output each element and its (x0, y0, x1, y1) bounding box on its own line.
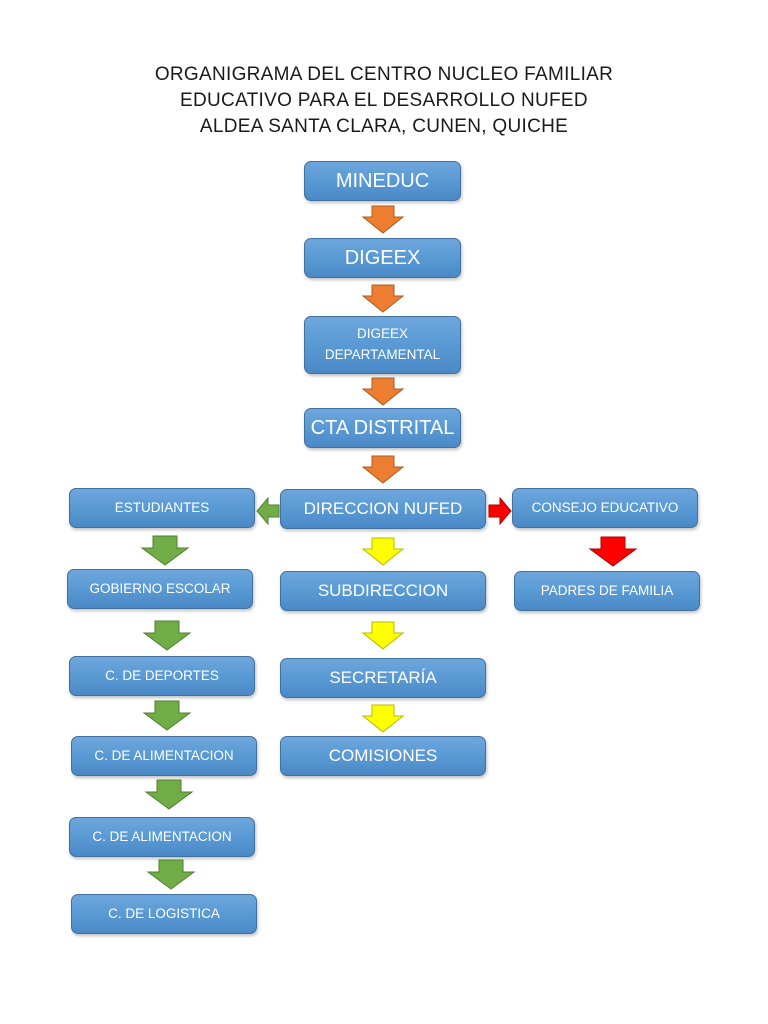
node-digeex: DIGEEX (304, 238, 461, 278)
node-direccion-nufed: DIRECCION NUFED (280, 489, 486, 529)
node-c-logistica: C. DE LOGISTICA (71, 894, 257, 934)
node-digeex-departamental: DIGEEX DEPARTAMENTAL (304, 316, 461, 374)
node-comisiones: COMISIONES (280, 736, 486, 776)
title-line-3: ALDEA SANTA CLARA, CUNEN, QUICHE (199, 116, 569, 137)
arrow-down-green (142, 700, 192, 731)
node-c-deportes: C. DE DEPORTES (69, 656, 255, 696)
node-consejo-educativo: CONSEJO EDUCATIVO (512, 488, 698, 528)
node-subdireccion: SUBDIRECCION (280, 571, 486, 611)
arrow-right-red (488, 497, 512, 525)
arrow-down-green (142, 620, 192, 651)
node-gobierno-escolar: GOBIERNO ESCOLAR (67, 569, 253, 609)
arrow-down-orange (361, 284, 405, 313)
title-line-1: ORGANIGRAMA DEL CENTRO NUCLEO FAMILIAR (154, 64, 614, 85)
node-c-alimentacion-1: C. DE ALIMENTACION (71, 736, 257, 776)
arrow-down-yellow (361, 704, 405, 733)
node-padres-familia: PADRES DE FAMILIA (514, 571, 700, 611)
arrow-down-green (140, 535, 190, 566)
node-cta-distrital: CTA DISTRITAL (304, 408, 461, 448)
node-secretaria: SECRETARÍA (280, 658, 486, 698)
arrow-down-green (144, 779, 194, 810)
arrow-down-green (146, 859, 196, 890)
arrow-down-orange (361, 377, 405, 406)
arrow-down-orange (361, 455, 405, 484)
arrow-down-yellow (361, 621, 405, 650)
node-mineduc: MINEDUC (304, 161, 461, 201)
title-line-2: EDUCATIVO PARA EL DESARROLLO NUFED (180, 90, 588, 111)
arrow-down-red (588, 536, 638, 567)
node-c-alimentacion-2: C. DE ALIMENTACION (69, 817, 255, 857)
node-estudiantes: ESTUDIANTES (69, 488, 255, 528)
arrow-down-yellow (361, 537, 405, 566)
arrow-left-green (256, 497, 280, 525)
arrow-down-orange (361, 205, 405, 234)
